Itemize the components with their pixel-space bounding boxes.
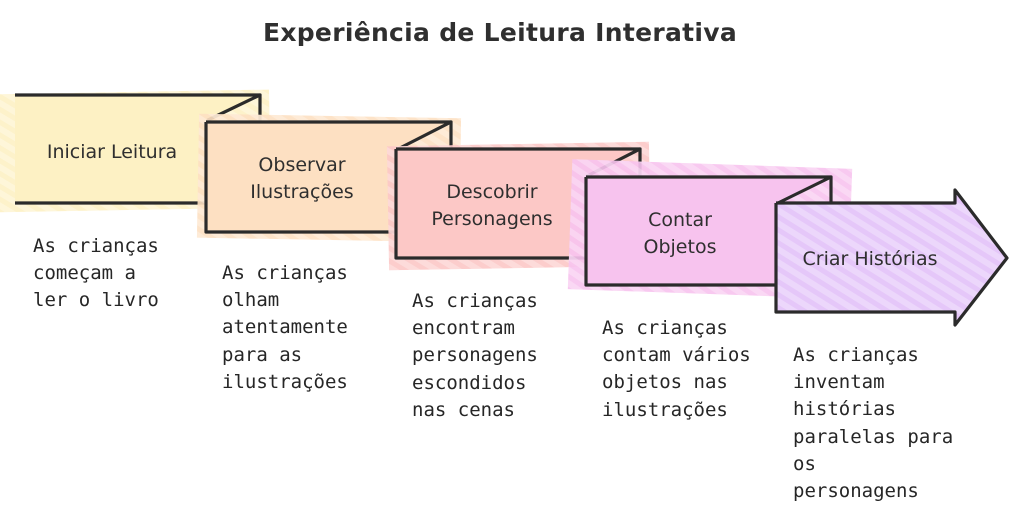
step-1-description: As crianças começam a ler o livro xyxy=(33,235,159,312)
step-3-description: As crianças encontram personagens escond… xyxy=(412,290,538,421)
step-5-arrow-shape xyxy=(774,188,1009,327)
step-2-description: As crianças olham atentamente para as il… xyxy=(222,262,348,393)
step-4-description: As crianças contam vários objetos nas il… xyxy=(602,317,751,421)
step-3-label: Descobrir Personagens xyxy=(431,181,553,230)
step-2-label: Observar Ilustrações xyxy=(250,154,354,203)
step-1-label: Iniciar Leitura xyxy=(46,140,178,163)
step-5-description: As crianças inventam histórias paralelas… xyxy=(793,344,954,503)
page-title: Experiência de Leitura Interativa xyxy=(262,18,738,47)
step-4-label: Contar Objetos xyxy=(643,209,717,258)
step-5-label: Criar Histórias xyxy=(802,247,938,270)
